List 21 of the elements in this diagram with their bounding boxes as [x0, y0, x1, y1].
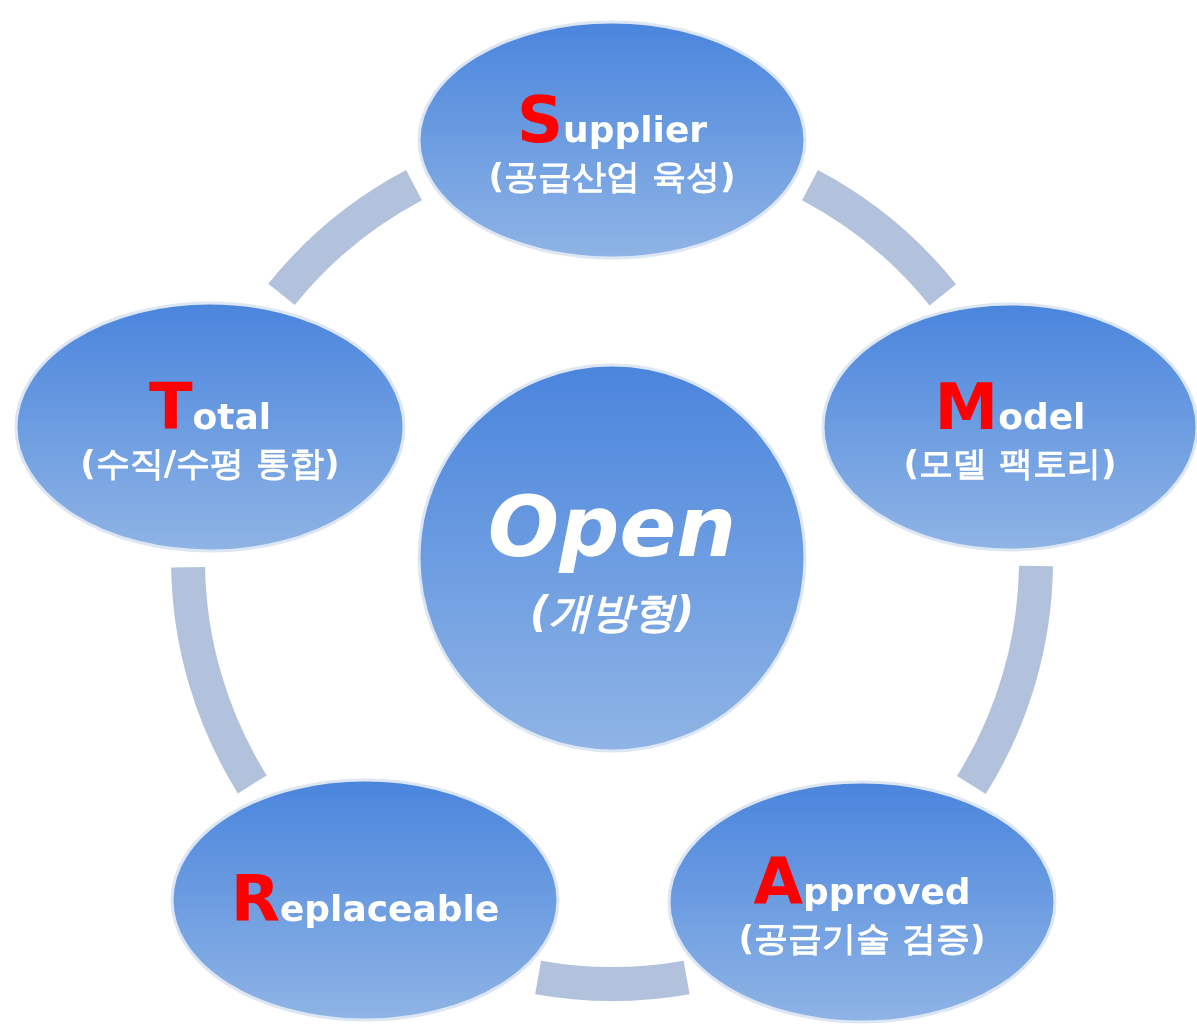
- node-text: (수직/수평 통합): [80, 444, 340, 484]
- arc-connector: [956, 564, 1053, 794]
- node-text: (모델 팩토리): [903, 444, 1117, 484]
- arc-connector: [171, 566, 268, 793]
- node-text: (공급산업 육성): [488, 157, 736, 197]
- ellipse-node: [416, 19, 808, 261]
- node-text: (공급기술 검증): [738, 919, 986, 959]
- node-heading: Model: [934, 370, 1086, 445]
- node-heading: Open: [487, 478, 737, 576]
- arc-connector: [801, 170, 956, 307]
- node-heading: Supplier: [516, 83, 708, 158]
- arc-connector: [535, 960, 689, 1001]
- node-text: (개방형): [529, 589, 695, 638]
- ellipse-node: [169, 777, 561, 1023]
- node-heading: Replaceable: [230, 863, 500, 937]
- ellipse-node: [666, 779, 1058, 1025]
- ellipse-node: [13, 300, 407, 554]
- circle-node: [416, 362, 808, 754]
- node-heading: Total: [148, 370, 272, 445]
- node-heading: Approved: [753, 845, 971, 920]
- arc-connector: [268, 170, 423, 306]
